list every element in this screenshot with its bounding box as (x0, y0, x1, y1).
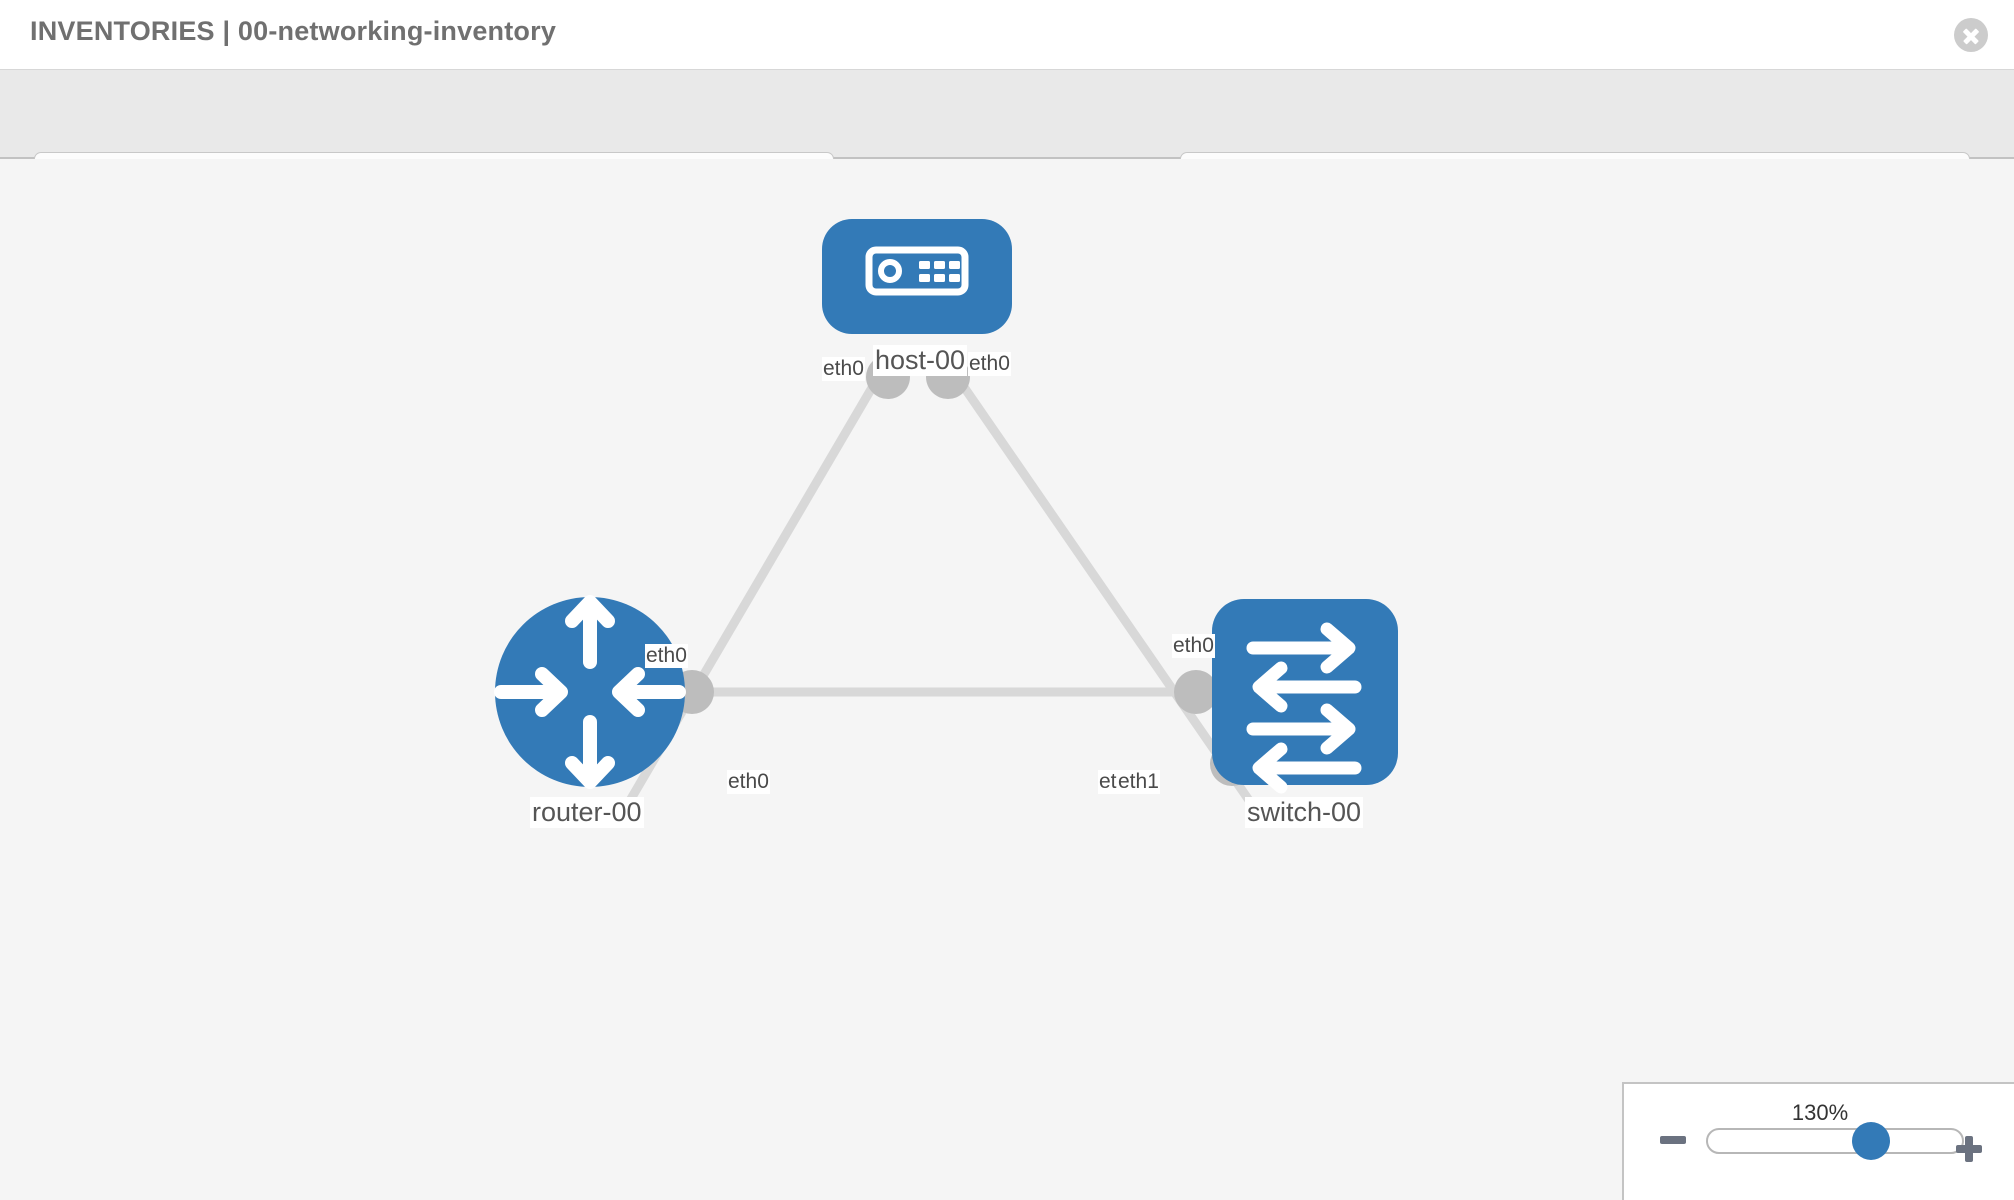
node-switch-00[interactable] (1212, 599, 1398, 794)
iface-label-host-left: eth0 (822, 357, 865, 381)
iface-label-switch-left: eth1 (1117, 770, 1160, 794)
zoom-percent-label: 130% (1791, 1100, 1849, 1125)
iface-label-router-up: eth0 (645, 644, 688, 668)
iface-label-host-right: eth0 (968, 352, 1011, 376)
connector-group (670, 355, 1254, 786)
topology-canvas[interactable]: host-00 router-00 switch-00 eth0 eth0 et… (0, 159, 2014, 1200)
page-header: INVENTORIES | 00-networking-inventory (0, 0, 2014, 70)
node-router-00[interactable] (494, 595, 686, 789)
node-label-host-00: host-00 (873, 345, 968, 376)
close-icon[interactable] (1954, 18, 1988, 52)
zoom-slider-handle[interactable] (1852, 1122, 1890, 1160)
node-label-switch-00: switch-00 (1245, 797, 1364, 828)
page-title: INVENTORIES | 00-networking-inventory (30, 16, 557, 46)
node-host-00[interactable] (822, 219, 1012, 334)
zoom-slider-track[interactable] (1706, 1128, 1964, 1154)
iface-label-switch-up: eth0 (1172, 634, 1215, 658)
link-group (621, 371, 1259, 812)
toolbar: ACTIONS SEARCH (0, 70, 2014, 204)
topology-graph (494, 219, 1398, 812)
zoom-control-panel: 130% (1622, 1082, 2014, 1200)
zoom-in-button[interactable] (1956, 1136, 1982, 1162)
node-label-router-00: router-00 (530, 797, 644, 828)
zoom-out-button[interactable] (1660, 1136, 1686, 1144)
iface-label-router-right: eth0 (727, 770, 770, 794)
connector-switch-left[interactable] (1174, 670, 1218, 714)
link-host-switch[interactable] (951, 371, 1259, 812)
